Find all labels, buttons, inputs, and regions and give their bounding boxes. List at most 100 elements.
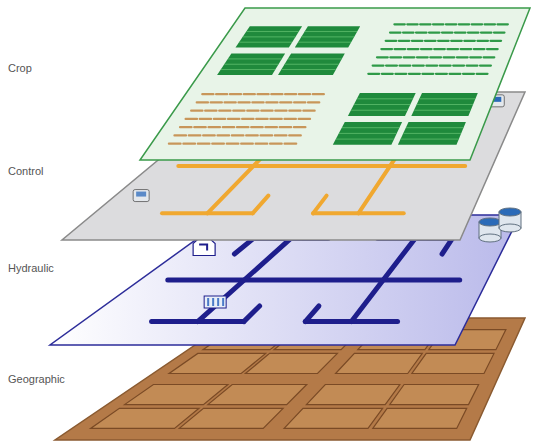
crop-row bbox=[302, 36, 354, 37]
crop-seedlings bbox=[183, 143, 195, 145]
crop-plants bbox=[474, 48, 485, 50]
crop-plants bbox=[416, 31, 427, 33]
crop-plants bbox=[430, 56, 441, 58]
crop-plants bbox=[494, 31, 505, 33]
layer-label: Geographic bbox=[8, 373, 65, 385]
control-cable bbox=[253, 196, 269, 214]
crop-seedlings bbox=[238, 101, 249, 103]
irrigation-controller bbox=[133, 190, 149, 202]
crop-seedlings bbox=[246, 134, 258, 136]
crop-plants bbox=[404, 56, 415, 58]
layer-label: Crop bbox=[8, 62, 32, 74]
crop-seedlings bbox=[303, 110, 314, 112]
crop-plants bbox=[386, 64, 397, 66]
crop-plants bbox=[390, 56, 401, 58]
crop-seedlings bbox=[228, 118, 239, 120]
crop-row bbox=[404, 133, 461, 134]
crop-row bbox=[417, 104, 472, 105]
irrigation-controller-screen bbox=[136, 192, 146, 197]
crop-seedlings bbox=[271, 93, 282, 95]
crop-plants bbox=[368, 73, 379, 75]
crop-plants bbox=[484, 56, 495, 58]
crop-seedlings bbox=[202, 93, 213, 95]
crop-seedlings bbox=[197, 101, 208, 103]
crop-plants bbox=[373, 64, 384, 66]
crop-field bbox=[236, 26, 303, 47]
crop-seedlings bbox=[230, 93, 241, 95]
crop-plants bbox=[477, 73, 488, 75]
crop-plants bbox=[497, 23, 507, 25]
crop-seedlings bbox=[225, 101, 236, 103]
crop-seedlings bbox=[194, 126, 206, 128]
crop-seedlings bbox=[289, 110, 300, 112]
crop-row bbox=[299, 42, 351, 43]
crop-row bbox=[336, 139, 393, 140]
filter-cartridge bbox=[222, 298, 224, 306]
crop-plants bbox=[455, 31, 466, 33]
crop-row bbox=[288, 58, 341, 59]
crop-seedlings bbox=[275, 134, 287, 136]
crop-plants bbox=[480, 64, 491, 66]
crop-seedlings bbox=[265, 126, 277, 128]
crop-seedlings bbox=[205, 110, 216, 112]
crop-seedlings bbox=[261, 134, 273, 136]
crop-plants bbox=[399, 40, 410, 42]
crop-row bbox=[406, 127, 462, 128]
water-tap bbox=[199, 245, 207, 251]
control-cable bbox=[313, 211, 404, 215]
crop-field bbox=[217, 54, 285, 75]
crop-plants bbox=[472, 23, 482, 25]
crop-plants bbox=[381, 48, 392, 50]
crop-row bbox=[401, 139, 458, 140]
crop-seedlings bbox=[252, 101, 263, 103]
crop-seedlings bbox=[241, 143, 253, 145]
crop-seedlings bbox=[270, 118, 281, 120]
crop-plants bbox=[457, 56, 468, 58]
crop-field bbox=[295, 26, 360, 47]
crop-plants bbox=[417, 56, 428, 58]
land-plot bbox=[208, 385, 307, 405]
crop-plants bbox=[407, 23, 417, 25]
crop-seedlings bbox=[208, 126, 220, 128]
crop-row bbox=[240, 42, 292, 43]
crop-row bbox=[342, 127, 398, 128]
water-tank bbox=[479, 234, 501, 242]
crop-seedlings bbox=[217, 134, 229, 136]
crop-plants bbox=[490, 40, 501, 42]
crop-plants bbox=[412, 40, 423, 42]
crop-plants bbox=[444, 56, 455, 58]
crop-seedlings bbox=[257, 93, 268, 95]
crop-plants bbox=[399, 64, 410, 66]
filter-cartridge bbox=[207, 298, 209, 306]
control-cable bbox=[313, 196, 326, 214]
crop-plants bbox=[433, 23, 443, 25]
crop-plants bbox=[438, 40, 449, 42]
crop-seedlings bbox=[223, 126, 235, 128]
crop-plants bbox=[467, 64, 478, 66]
water-tank-top bbox=[479, 218, 501, 226]
crop-field bbox=[333, 122, 402, 145]
crop-row bbox=[285, 64, 338, 65]
crop-plants bbox=[487, 48, 498, 50]
crop-field bbox=[278, 54, 345, 75]
crop-plants bbox=[468, 31, 479, 33]
crop-seedlings bbox=[256, 118, 267, 120]
crop-plants bbox=[425, 40, 436, 42]
crop-plants bbox=[390, 31, 401, 33]
crop-plants bbox=[395, 73, 406, 75]
crop-plants bbox=[453, 64, 464, 66]
crop-plants bbox=[426, 64, 437, 66]
crop-plants bbox=[420, 23, 430, 25]
crop-plants bbox=[403, 31, 414, 33]
crop-seedlings bbox=[189, 134, 201, 136]
crop-row bbox=[221, 69, 274, 70]
water-pipe bbox=[351, 238, 415, 321]
crop-plants bbox=[461, 48, 472, 50]
crop-seedlings bbox=[232, 134, 244, 136]
land-plot bbox=[412, 353, 494, 373]
crop-seedlings bbox=[244, 93, 255, 95]
filter-unit bbox=[204, 296, 226, 308]
layer-label: Control bbox=[8, 165, 43, 177]
crop-seedlings bbox=[203, 134, 215, 136]
